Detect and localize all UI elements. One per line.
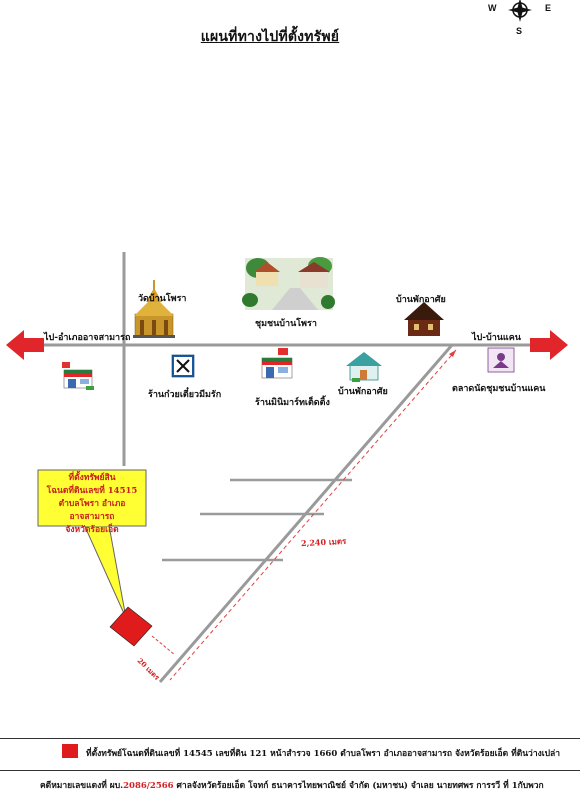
callout-box — [37, 469, 147, 527]
minimart-left-icon — [62, 362, 94, 390]
road-right-label: ไป-บ้านแคน — [472, 333, 521, 343]
noodle-shop-label: ร้านก๋วยเตี๋ยวมีมรัก — [148, 390, 222, 400]
property-marker — [109, 606, 153, 647]
legend-divider-top — [0, 738, 580, 739]
house-top-icon — [404, 302, 444, 336]
callout-line-1: ที่ตั้งทรัพย์สิน — [68, 473, 116, 483]
compass-west: W — [488, 3, 497, 13]
market-label: ตลาดนัดชุมชนบ้านแคน — [452, 384, 546, 394]
arrow-left-icon — [6, 330, 44, 360]
house-bottom-icon — [346, 352, 382, 382]
callout-line-3: ตำบลโพรา อำเภออาจสามารถ — [58, 499, 126, 522]
road-left-label: ไป-อำเภออาจสามารถ — [44, 333, 131, 343]
village-label: ชุมชนบ้านโพรา — [255, 319, 317, 329]
restaurant-icon — [171, 354, 195, 378]
compass-east: E — [545, 3, 552, 13]
compass: W E S — [486, 0, 556, 40]
compass-south: S — [516, 26, 523, 36]
arrow-right-icon — [530, 330, 568, 360]
temple-icon — [133, 280, 175, 338]
distance-arrowhead-icon — [449, 350, 456, 357]
village-picture-icon — [242, 257, 335, 310]
compass-rose-icon — [508, 0, 532, 22]
distance-line-long — [169, 349, 457, 681]
house-top-label: บ้านพักอาศัย — [396, 295, 446, 305]
distance-long-label: 2,240 เมตร — [300, 535, 347, 549]
market-icon — [487, 347, 515, 373]
callout-line-2: โฉนดที่ดินเลขที่ 14515 — [46, 486, 138, 496]
legend-divider-bottom — [0, 770, 580, 771]
case-suffix: ศาลจังหวัดร้อยเอ็ด โจทก์ ธนาคารไทยพาณิชย… — [173, 781, 544, 791]
house-bottom-label: บ้านพักอาศัย — [338, 387, 388, 397]
callout-text: ที่ตั้งทรัพย์สิน โฉนดที่ดินเลขที่ 14515 … — [44, 472, 140, 537]
distance-line-short — [151, 635, 176, 656]
map-title: แผนที่ทางไปที่ตั้งทรัพย์ — [200, 29, 340, 45]
case-footer: คดีหมายเลขแดงที่ ผบ.2086/2566 ศาลจังหวัด… — [40, 778, 544, 792]
case-prefix: คดีหมายเลขแดงที่ ผบ. — [40, 781, 124, 791]
minimart-label: ร้านมินิมาร์ทเต็ดติ้ง — [255, 398, 330, 408]
callout-line-4: จังหวัดร้อยเอ็ด — [65, 525, 119, 535]
temple-label: วัดบ้านโพรา — [138, 294, 187, 304]
case-number: 2086/2566 — [123, 781, 174, 791]
minimart-center-icon — [261, 348, 293, 379]
legend-swatch — [62, 744, 78, 758]
legend-text: ที่ตั้งทรัพย์โฉนดที่ดินเลขที่ 14545 เลขท… — [86, 749, 561, 759]
